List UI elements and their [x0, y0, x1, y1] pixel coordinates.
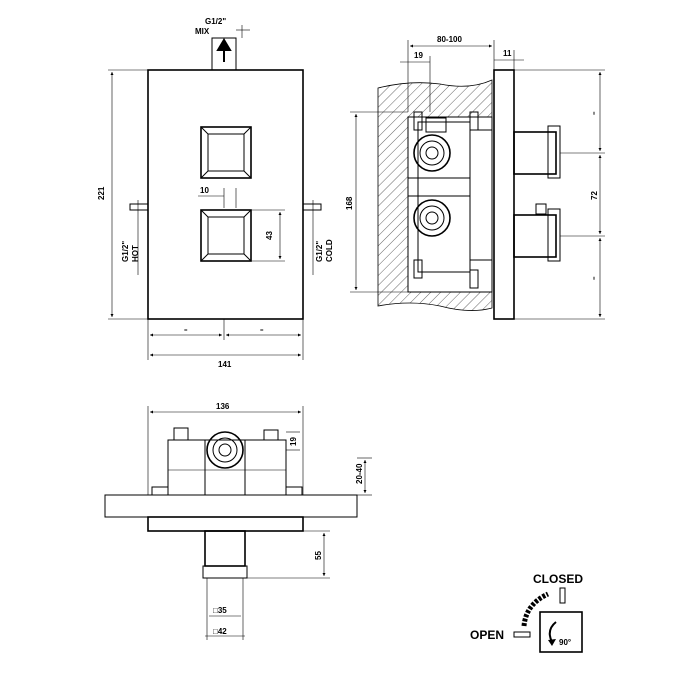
- square-outer-dim: □42: [213, 627, 227, 636]
- side-equal-mark-bottom: =: [592, 276, 598, 280]
- hot-inlet-stub: [129, 203, 149, 211]
- front-view: G1/2" MIX 221 141 10 43 G1/2" HOT G1/2" …: [97, 17, 334, 369]
- side-cover-plate: [493, 69, 515, 320]
- hot-inlet-size: G1/2": [121, 241, 130, 262]
- lower-cartridge: [413, 199, 451, 237]
- square-inner-dim: □35: [213, 606, 227, 615]
- cold-inlet-stub: [302, 203, 322, 211]
- outlet-dim: 19: [289, 437, 298, 446]
- upper-cartridge: [413, 117, 451, 172]
- side-lower-knob: [513, 203, 561, 262]
- front-cover-plate: [147, 69, 304, 320]
- depth-range-dim: 80-100: [437, 35, 462, 44]
- spout-length-dim: 55: [314, 551, 323, 560]
- rotation-angle: 90°: [559, 638, 571, 647]
- upper-square-knob: [200, 126, 252, 179]
- mix-inlet-size: G1/2": [205, 17, 226, 26]
- rotation-arc-icon: [521, 591, 550, 627]
- top-view: 136 19 20-40 55 □35 □42: [104, 402, 372, 640]
- cold-inlet-size: G1/2": [315, 241, 324, 262]
- front-height-dim: 221: [97, 186, 106, 200]
- mix-inlet-label: MIX: [195, 27, 210, 36]
- spout-body: [204, 530, 246, 567]
- equal-mark-right: =: [260, 328, 264, 334]
- open-position-mark: [513, 631, 531, 638]
- knob-offset-dim: 10: [200, 186, 209, 195]
- outlet-spacing-dim: 72: [590, 191, 599, 200]
- side-upper-knob: [513, 125, 561, 179]
- closed-label: CLOSED: [533, 572, 583, 586]
- side-wall-section: [377, 79, 493, 311]
- cartridge-offset-dim: 19: [414, 51, 423, 60]
- flow-up-arrow-icon: [216, 38, 232, 62]
- front-width-dim: 141: [218, 360, 232, 369]
- equal-mark-left: =: [184, 328, 188, 334]
- top-cartridge: [206, 431, 244, 469]
- body-height-dim: 168: [345, 196, 354, 210]
- closed-position-mark: [559, 587, 566, 604]
- handle-symbol: [539, 611, 583, 653]
- plate-thickness-dim: 11: [503, 49, 512, 58]
- side-equal-mark-top: =: [592, 111, 598, 115]
- lower-square-knob: [200, 209, 252, 262]
- hot-inlet-label: HOT: [131, 245, 140, 262]
- top-width-dim: 136: [216, 402, 230, 411]
- rotate-arrow-icon: [548, 621, 557, 643]
- side-view: 80-100 19 11 168 72 = =: [345, 35, 605, 320]
- top-valve-body: [167, 439, 287, 496]
- open-closed-legend: CLOSED OPEN 90°: [470, 572, 583, 653]
- open-label: OPEN: [470, 628, 504, 642]
- cold-inlet-label: COLD: [325, 239, 334, 262]
- wall-range-dim: 20-40: [355, 463, 364, 484]
- top-cover-plate: [147, 516, 304, 532]
- knob-size-dim: 43: [265, 231, 274, 240]
